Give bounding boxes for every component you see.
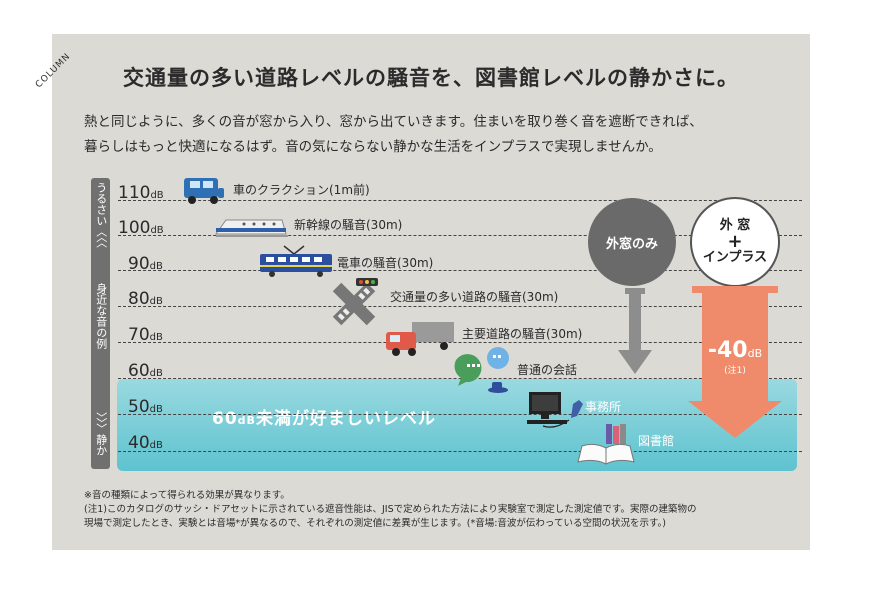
plus-sign: + [727,231,743,252]
car-icon [184,178,224,204]
axis-label-examples-text: 身近な音の例 [94,283,108,349]
db-line [118,270,802,272]
db-line [118,342,802,344]
db-unit: dB [149,404,163,415]
source-label-library: 図書館 [638,434,675,448]
db-number: 90 [128,254,150,274]
axis-label-examples: 身近な音の例 [91,283,110,353]
inplus-line1: 外 窓 [719,218,751,233]
intro-line: 暮らしはもっと快適になるはず。音の気にならない静かな生活をインプラスで実現しませ… [84,139,662,155]
footnote-line: 現場で測定したとき、実験とは音場*が異なるので、それぞれの測定値に差異が生じます… [84,518,666,529]
db-unit: dB [149,440,163,451]
library-icon [577,424,635,465]
reduction-label: -40dB (注1) [702,338,768,376]
noise-axis-bar [91,178,110,469]
db-line [118,200,802,202]
footnotes: ※音の種類によって得られる効果が異なります。 (注1)このカタログのサッシ・ドア… [84,489,804,531]
reduction-arrow [688,286,782,438]
db-unit: dB [149,368,163,379]
outer-window-only-label: 外窓のみ [605,236,658,252]
footnote-line: (注1)このカタログのサッシ・ドアセットに示されている遮音性能は、JISで定めら… [84,504,697,515]
inplus-line2: インプラス [702,250,768,265]
intro-line: 熱と同じように、多くの音が窓から入り、窓から出ていきます。住まいを取り巻く音を遮… [84,114,703,130]
source-label-busy-road: 交通量の多い道路の騒音(30m) [390,290,559,304]
outer-window-arrow [618,288,652,374]
train-icon [260,245,332,277]
db-value-90: 90dB [128,254,163,274]
axis-label-quiet: 〉〉〉静か [91,412,110,460]
inplus-circle-text: 外 窓 + インプラス [703,218,767,266]
outer-window-only-circle: 外窓のみ [588,198,676,286]
reduction-unit: dB [747,347,763,360]
preferred-level-label: 60dB未満が好ましいレベル [212,404,436,429]
db-number: 60 [128,361,150,381]
db-unit: dB [150,225,164,236]
axis-label-noisy: うるさい〈〈〈 [91,182,110,252]
preferred-level-band [117,379,797,471]
source-label-train: 電車の騒音(30m) [337,256,434,270]
chat-icon [454,347,509,393]
source-label-horn: 車のクラクション(1m前) [233,183,370,197]
axis-label-noisy-text: うるさい〈〈〈 [94,182,108,248]
db-line [118,306,802,308]
db-unit: dB [149,261,163,272]
db-value-50: 50dB [128,397,163,417]
db-number: 80 [128,289,150,309]
office-icon [527,392,583,428]
db-number: 50 [128,397,150,417]
bullet-train-icon [215,219,288,237]
db-value-110: 110dB [118,183,164,203]
band-prefix: 60 [212,409,238,429]
source-label-office: 事務所 [585,400,622,414]
headline: 交通量の多い道路レベルの騒音を、図書館レベルの静かさに。 [123,66,739,90]
db-line [118,414,802,416]
axis-label-quiet-text: 〉〉〉静か [94,412,108,456]
db-unit: dB [150,190,164,201]
db-number: 70 [128,325,150,345]
db-value-60: 60dB [128,361,163,381]
source-label-shinkansen: 新幹線の騒音(30m) [294,218,403,232]
outer-window-plus-inplus-circle: 外 窓 + インプラス [690,197,780,287]
source-label-main-road: 主要道路の騒音(30m) [462,327,583,341]
reduction-note: (注1) [724,366,746,376]
db-value-70: 70dB [128,325,163,345]
db-number: 100 [118,218,151,238]
db-value-80: 80dB [128,289,163,309]
db-line [118,235,802,237]
reduction-value: -40 [707,338,748,363]
db-number: 110 [118,183,151,203]
db-value-100: 100dB [118,218,164,238]
db-value-40: 40dB [128,433,163,453]
band-suffix: 未満が好ましいレベル [255,409,436,429]
band-unit: dB [237,414,256,427]
truck-icon [386,322,454,356]
db-line [118,451,802,453]
crossing-icon [332,278,378,326]
db-number: 40 [128,433,150,453]
intro-text: 熱と同じように、多くの音が窓から入り、窓から出ていきます。住まいを取り巻く音を遮… [84,110,804,160]
db-unit: dB [149,332,163,343]
db-unit: dB [149,296,163,307]
db-line [118,378,802,380]
column-tag: COLUMN [34,51,73,90]
footnote-line: ※音の種類によって得られる効果が異なります。 [84,490,290,501]
source-label-conversation: 普通の会話 [517,363,578,377]
